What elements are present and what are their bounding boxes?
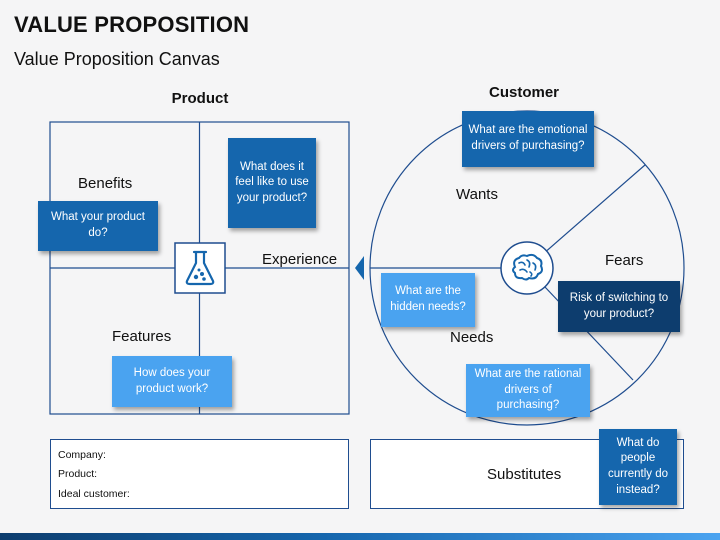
benefits-note-text: What your product do? bbox=[51, 211, 145, 239]
fears-label: Fears bbox=[605, 252, 644, 269]
hidden-needs-note: What are the hidden needs? bbox=[381, 273, 475, 327]
fears-note: Risk of switching to your product? bbox=[558, 281, 680, 332]
flask-icon bbox=[185, 250, 215, 286]
experience-note: What does it feel like to use your produ… bbox=[228, 138, 316, 228]
bottom-accent-bar bbox=[0, 533, 720, 540]
benefits-label: Benefits bbox=[78, 175, 133, 192]
company-label: Company: bbox=[58, 449, 106, 461]
features-note-text: How does your product work? bbox=[133, 366, 211, 395]
brain-icon bbox=[512, 253, 543, 281]
substitutes-label: Substitutes bbox=[487, 466, 562, 483]
brain-icon-circle bbox=[500, 241, 554, 295]
wants-note: What are the emotional drivers of purcha… bbox=[462, 111, 594, 167]
wants-note-text: What are the emotional drivers of purcha… bbox=[468, 124, 588, 152]
features-label: Features bbox=[112, 328, 172, 345]
experience-label: Experience bbox=[262, 251, 338, 268]
page-subtitle: Value Proposition Canvas bbox=[14, 49, 220, 69]
company-info-box: Company: Product: Ideal customer: bbox=[50, 439, 349, 509]
pointer-arrow bbox=[355, 256, 364, 280]
substitutes-note-text: What do people currently do instead? bbox=[607, 436, 669, 496]
customer-heading: Customer bbox=[488, 84, 559, 101]
rational-needs-note-text: What are the rational drivers of purchas… bbox=[474, 368, 582, 412]
hidden-needs-note-text: What are the hidden needs? bbox=[390, 285, 466, 313]
page-title: VALUE PROPOSITION bbox=[14, 12, 250, 37]
benefits-note: What your product do? bbox=[38, 201, 158, 251]
experience-note-text: What does it feel like to use your produ… bbox=[235, 160, 309, 204]
needs-label: Needs bbox=[450, 329, 494, 346]
features-note: How does your product work? bbox=[112, 356, 232, 407]
substitutes-note: What do people currently do instead? bbox=[599, 429, 677, 505]
wants-label: Wants bbox=[456, 186, 498, 203]
fears-note-text: Risk of switching to your product? bbox=[569, 291, 669, 320]
rational-needs-note: What are the rational drivers of purchas… bbox=[466, 364, 590, 417]
product-label: Product: bbox=[58, 468, 98, 480]
product-heading: Product bbox=[171, 90, 229, 107]
ideal-customer-label: Ideal customer: bbox=[58, 488, 130, 500]
